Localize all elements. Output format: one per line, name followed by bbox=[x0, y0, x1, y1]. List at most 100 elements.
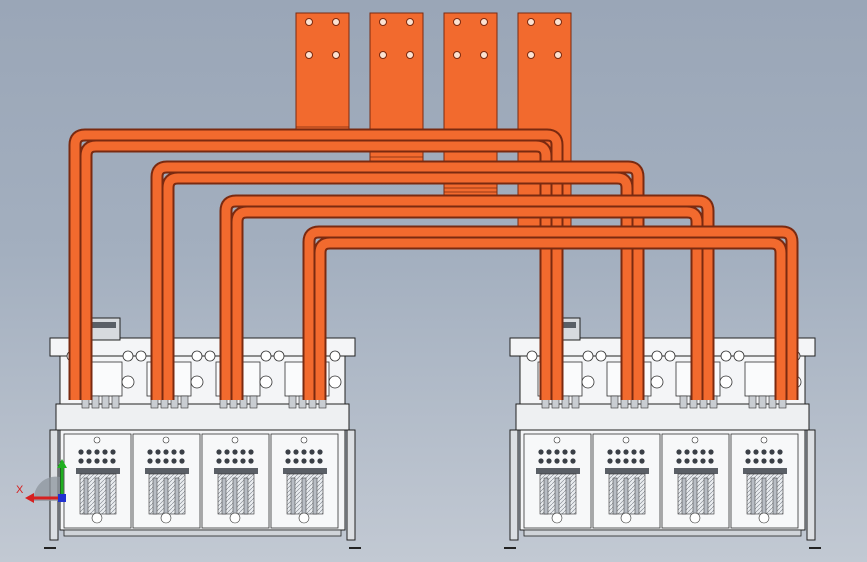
vent-hole-icon bbox=[745, 458, 751, 464]
vent-hole-icon bbox=[538, 449, 544, 455]
terminal-bolt-icon bbox=[748, 395, 757, 409]
contact-finger bbox=[152, 477, 158, 515]
vent-hole-icon bbox=[538, 458, 544, 464]
screw-icon bbox=[273, 350, 285, 362]
bolt-hole-icon bbox=[554, 18, 562, 26]
breaker-base-plate bbox=[523, 529, 802, 537]
vent-hole-icon bbox=[777, 458, 783, 464]
indicator-icon bbox=[760, 436, 768, 444]
contact-finger bbox=[565, 477, 571, 515]
contact-finger bbox=[703, 477, 709, 515]
copper-link-stroke bbox=[152, 162, 643, 400]
vent-hole-icon bbox=[309, 458, 315, 464]
pole-3 bbox=[661, 350, 733, 529]
contact-bar bbox=[605, 468, 649, 474]
contact-bar bbox=[536, 468, 580, 474]
vent-hole-icon bbox=[232, 449, 238, 455]
vent-hole-icon bbox=[753, 458, 759, 464]
contact-finger bbox=[312, 477, 318, 515]
vent-hole-icon bbox=[179, 449, 185, 455]
busbar-body bbox=[295, 12, 350, 146]
vent-hole-icon bbox=[86, 449, 92, 455]
bolt-hole-icon bbox=[480, 51, 488, 59]
vent-hole-icon bbox=[216, 449, 222, 455]
spring-icon bbox=[298, 512, 310, 524]
indicator-icon bbox=[691, 436, 699, 444]
vent-hole-icon bbox=[317, 458, 323, 464]
vent-hole-icon bbox=[615, 458, 621, 464]
vent-hole-icon bbox=[240, 449, 246, 455]
vent-hole-icon bbox=[676, 449, 682, 455]
terminal-bolt-icon bbox=[180, 395, 189, 409]
screw-icon bbox=[526, 350, 538, 362]
spring-icon bbox=[758, 512, 770, 524]
vent-hole-icon bbox=[554, 449, 560, 455]
vent-hole-icon bbox=[700, 458, 706, 464]
axis-arc-icon bbox=[33, 476, 60, 501]
terminal-bolt-icon bbox=[249, 395, 258, 409]
copper-link-stroke bbox=[163, 173, 632, 400]
contact-finger bbox=[221, 477, 227, 515]
bolt-hole-icon bbox=[305, 51, 313, 59]
right-breaker[interactable] bbox=[504, 317, 821, 549]
axis-x-arrow-icon bbox=[25, 493, 34, 503]
terminal-bolt-icon bbox=[758, 395, 767, 409]
copper-link-stroke bbox=[221, 196, 713, 400]
terminal-bolt-icon bbox=[561, 395, 570, 409]
copper-link-stroke bbox=[81, 141, 551, 400]
axis-y-arrow-icon bbox=[57, 459, 67, 468]
vent-hole-icon bbox=[102, 449, 108, 455]
vent-hole-icon bbox=[224, 458, 230, 464]
axis-triad bbox=[25, 459, 67, 503]
spring-icon bbox=[160, 512, 172, 524]
terminal-bolt-icon bbox=[91, 395, 100, 409]
vent-hole-icon bbox=[163, 458, 169, 464]
bolt-hole-icon bbox=[332, 51, 340, 59]
pole-1 bbox=[63, 350, 135, 529]
vent-hole-icon bbox=[301, 449, 307, 455]
spring-icon bbox=[689, 512, 701, 524]
vent-hole-icon bbox=[753, 449, 759, 455]
breaker-foot-left bbox=[509, 429, 519, 541]
vent-hole-icon bbox=[155, 449, 161, 455]
breaker-handle-slot bbox=[88, 322, 116, 328]
screw-icon bbox=[329, 350, 341, 362]
contact-bar bbox=[76, 468, 120, 474]
contact-bar bbox=[145, 468, 189, 474]
vent-hole-icon bbox=[94, 449, 100, 455]
vent-hole-icon bbox=[631, 449, 637, 455]
vent-hole-icon bbox=[761, 449, 767, 455]
contact-finger bbox=[232, 477, 238, 515]
vent-hole-icon bbox=[285, 458, 291, 464]
bolt-hole-icon bbox=[379, 51, 387, 59]
vent-hole-icon bbox=[232, 458, 238, 464]
screw-icon bbox=[650, 375, 664, 389]
screw-icon bbox=[719, 375, 733, 389]
vent-hole-icon bbox=[155, 458, 161, 464]
vent-hole-icon bbox=[248, 458, 254, 464]
copper-connector-group[interactable] bbox=[68, 128, 799, 400]
indicator-icon bbox=[622, 436, 630, 444]
terminal-bolt-icon bbox=[679, 395, 688, 409]
vent-hole-icon bbox=[317, 449, 323, 455]
screw-icon bbox=[582, 350, 594, 362]
contact-finger bbox=[543, 477, 549, 515]
vent-hole-icon bbox=[769, 449, 775, 455]
copper-link-2 bbox=[150, 160, 645, 400]
vent-hole-icon bbox=[745, 449, 751, 455]
vent-hole-icon bbox=[684, 449, 690, 455]
spring-icon bbox=[620, 512, 632, 524]
terminal-bolt-icon bbox=[288, 395, 297, 409]
contact-finger bbox=[83, 477, 89, 515]
screw-icon bbox=[651, 350, 663, 362]
vent-hole-icon bbox=[171, 449, 177, 455]
contact-finger bbox=[612, 477, 618, 515]
contact-finger bbox=[243, 477, 249, 515]
contact-finger bbox=[761, 477, 767, 515]
vent-hole-icon bbox=[240, 458, 246, 464]
bolt-hole-icon bbox=[554, 51, 562, 59]
bolt-hole-icon bbox=[379, 18, 387, 26]
vent-hole-icon bbox=[301, 458, 307, 464]
screw-icon bbox=[135, 350, 147, 362]
